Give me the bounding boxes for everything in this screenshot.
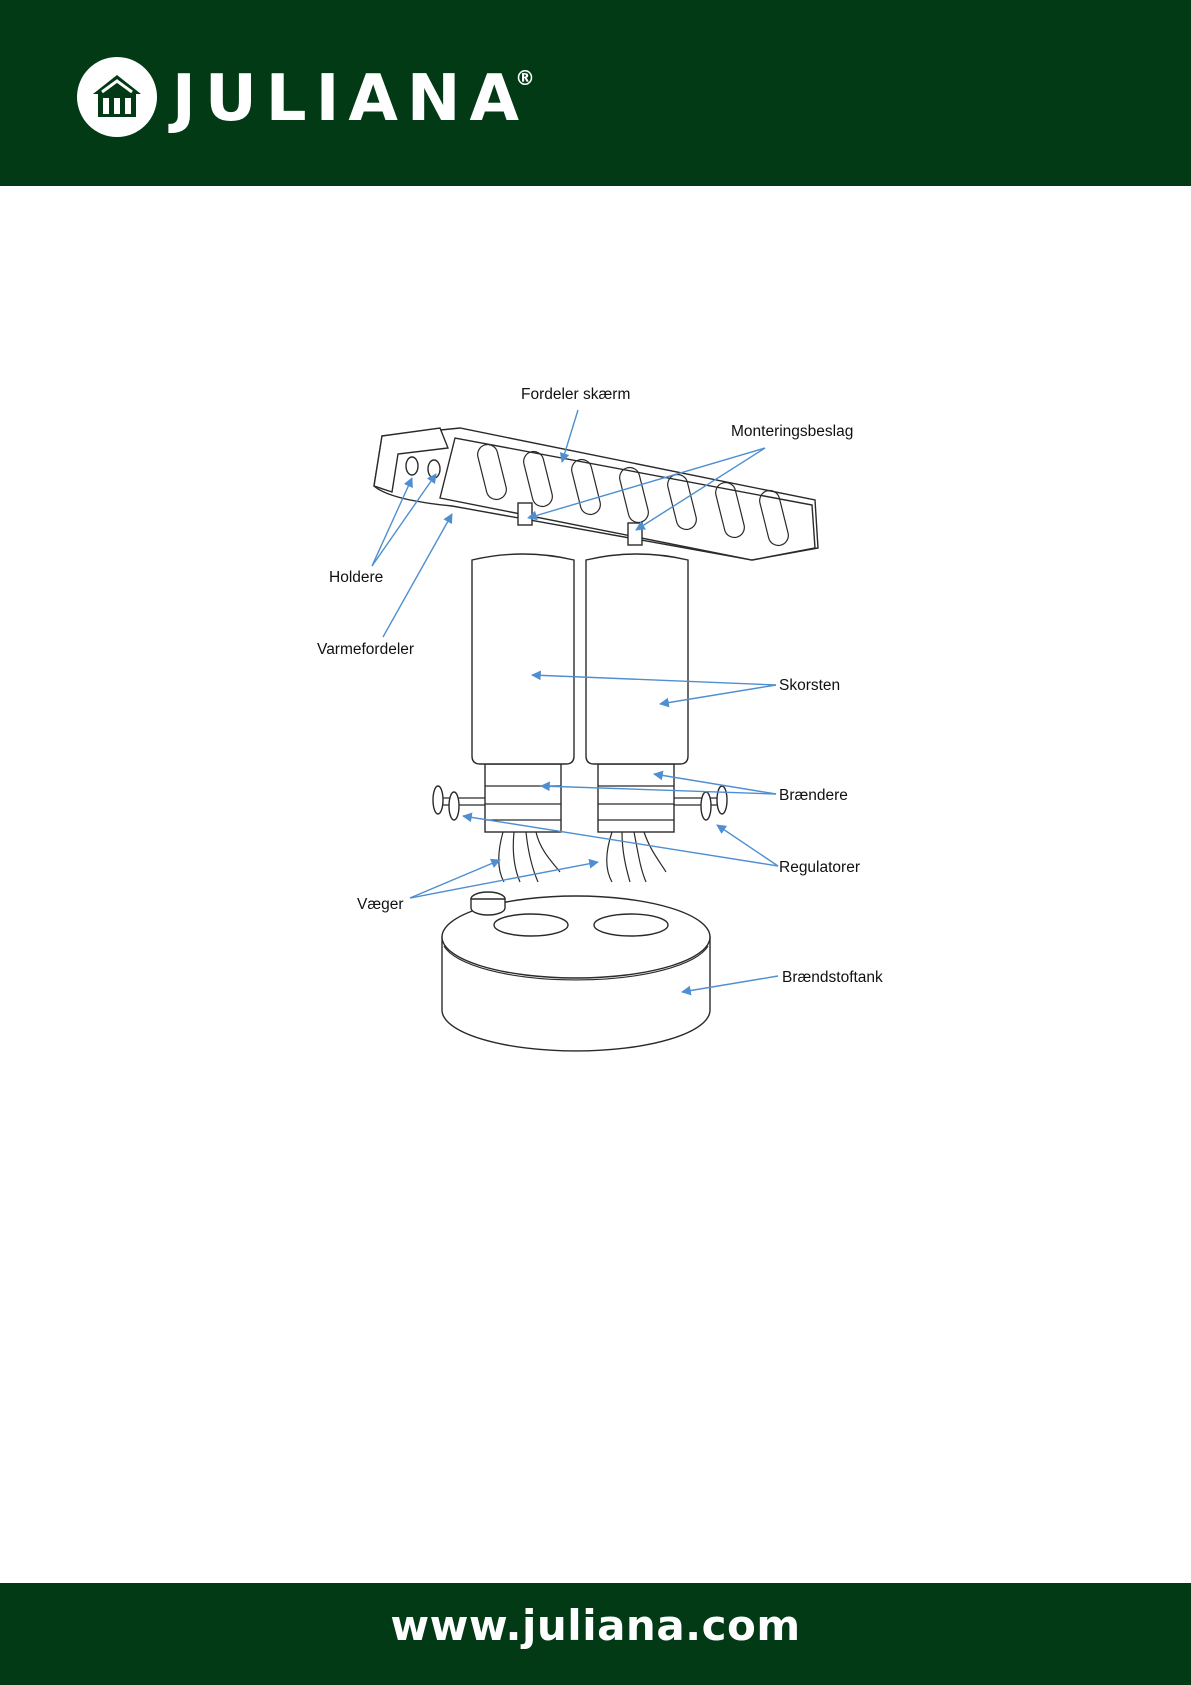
burners — [485, 764, 674, 832]
footer-url[interactable]: www.juliana.com — [0, 1601, 1191, 1650]
label-braendstoftank: Brændstoftank — [782, 969, 883, 986]
heat-distributor — [374, 428, 818, 560]
label-varmefordeler: Varmefordeler — [317, 641, 414, 658]
label-vaeger: Væger — [357, 896, 404, 913]
label-skorsten: Skorsten — [779, 677, 840, 694]
label-holdere: Holdere — [329, 569, 383, 586]
label-braendere: Brændere — [779, 787, 848, 804]
label-fordeler-skaerm: Fordeler skærm — [521, 386, 630, 403]
footer-bar: www.juliana.com — [0, 1583, 1191, 1685]
label-regulatorer: Regulatorer — [779, 859, 860, 876]
wicks — [499, 832, 666, 882]
chimneys — [472, 554, 688, 764]
label-monteringsbeslag: Monteringsbeslag — [731, 423, 853, 440]
fuel-tank — [442, 892, 710, 1051]
